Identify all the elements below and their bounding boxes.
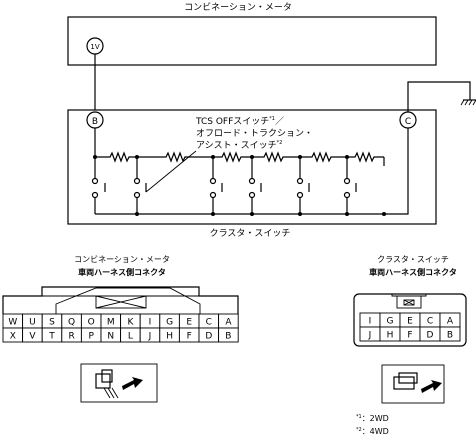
meter-connector-title2: 車両ハーネス側コネクタ (78, 267, 166, 277)
switch-label-slash: ／ (275, 116, 284, 127)
meter-connector-pin-cell (218, 327, 239, 343)
junction-dots (93, 155, 386, 216)
switch-contact-3 (209, 157, 223, 214)
switch-contact-6 (343, 157, 357, 214)
wire-common-to-c (95, 128, 409, 215)
note2-text: ：4WD (362, 427, 389, 436)
switch-connector-view-icon (381, 364, 445, 404)
meter-title: コンビネーション・メータ (184, 2, 292, 13)
note1-mark: *1 (356, 414, 362, 420)
svg-text:*2：4WD: *2：4WD (356, 427, 389, 436)
switch-connector-pin-label: E (407, 317, 413, 327)
meter-connector-pin-label: F (187, 332, 192, 342)
switch-label: TCS OFFスイッチ*1／ オフロード・トラクション・ アシスト・スイッチ*2 (195, 116, 313, 151)
switch-connector-pin-label: I (369, 317, 372, 327)
meter-connector-view-icon (80, 363, 158, 403)
switch-connector-pin-label: C (427, 317, 433, 327)
meter-connector-pin-label: P (88, 332, 94, 342)
note1-text: ：2WD (362, 414, 389, 423)
switch-contact-5 (296, 157, 310, 214)
switch-contact-1 (91, 157, 106, 214)
wire-c-to-ground (407, 81, 471, 112)
meter-box (67, 16, 437, 66)
meter-connector-pin-label: K (127, 318, 134, 328)
meter-connector-pin-label: D (205, 332, 212, 342)
meter-connector-pin-label: X (10, 332, 16, 342)
switch-connector-pin-label: G (387, 317, 394, 327)
switch-connector-pin-cell (439, 326, 461, 342)
switch-box (67, 109, 437, 225)
switch-connector-pin-label: B (447, 331, 453, 341)
switch-label-note2: *2 (277, 140, 283, 146)
switch-connector-pin-label: H (387, 331, 394, 341)
note2-mark: *2 (356, 427, 362, 433)
meter-connector-pin-label: W (8, 318, 17, 328)
switch-contact-2 (133, 157, 147, 214)
footnotes: *1：2WD *2：4WD (356, 414, 389, 436)
switch-title: クラスタ・スイッチ (210, 228, 291, 239)
meter-connector-pin-label: H (166, 332, 173, 342)
meter-connector-pin-label: M (107, 318, 115, 328)
switch-label-leader (145, 150, 197, 193)
switch-label-line1: TCS OFFスイッチ (195, 116, 269, 127)
switch-contact-4 (248, 157, 262, 214)
meter-connector-pin-label: C (206, 318, 212, 328)
svg-text:TCS OFFスイッチ*1／: TCS OFFスイッチ*1／ (195, 116, 284, 127)
switch-label-note1: *1 (269, 116, 275, 122)
meter-connector-pin-label: N (107, 332, 114, 342)
meter-connector-pin-label: J (148, 332, 152, 342)
meter-connector-pin-label: I (149, 318, 152, 328)
switch-terminal-b-label: B (92, 117, 98, 127)
meter-connector-pin-label: S (49, 318, 55, 328)
meter-connector-pin-label: E (186, 318, 192, 328)
meter-connector-pin-label: V (29, 332, 36, 342)
switch-connector-pin-label: A (447, 317, 454, 327)
ground-icon (460, 99, 476, 106)
meter-terminal-1v-label: 1V (90, 43, 99, 51)
meter-connector-pin-label: A (225, 318, 232, 328)
meter-connector-pin-label: R (68, 332, 74, 342)
switch-terminal-c-label: C (405, 117, 411, 127)
meter-connector-pin-label: T (48, 332, 55, 342)
switch-connector-title2: 車両ハーネス側コネクタ (369, 267, 457, 277)
svg-text:アシスト・スイッチ*2: アシスト・スイッチ*2 (196, 140, 282, 151)
switch-connector-pin-label: F (407, 331, 412, 341)
svg-text:*1：2WD: *1：2WD (356, 414, 389, 423)
meter-connector-pin-label: O (88, 318, 95, 328)
meter-connector-pin-label: L (128, 332, 133, 342)
switch-connector-title1: クラスタ・スイッチ (377, 255, 449, 264)
meter-connector-pin-label: U (29, 318, 36, 328)
switch-connector-pin-label: J (368, 331, 372, 341)
switch-connector-pin-label: D (427, 331, 434, 341)
switch-label-line3: アシスト・スイッチ (196, 140, 277, 151)
meter-connector-pin-label: Q (68, 318, 75, 328)
meter-connector-pin-label: G (166, 318, 173, 328)
switch-label-line2: オフロード・トラクション・ (196, 128, 313, 139)
meter-connector-title1: コンビネーション・メータ (74, 255, 170, 264)
switch-connector-housing (353, 293, 467, 347)
meter-connector-pin-label: B (225, 332, 231, 342)
meter-connector-housing (2, 286, 239, 314)
